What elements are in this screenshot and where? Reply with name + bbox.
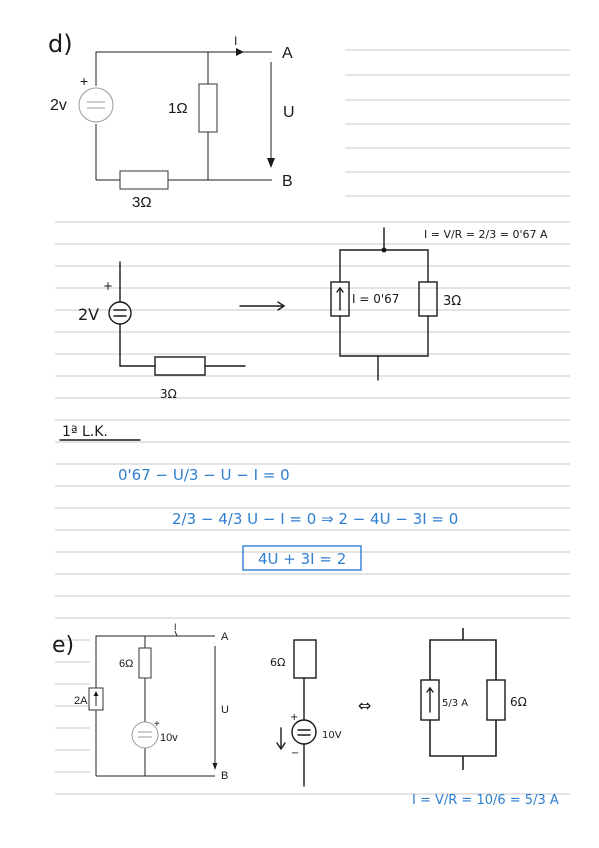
node-b-label: B [221, 770, 228, 782]
kirchhoff-heading: 1ª L.K. [62, 424, 108, 440]
kirchhoff-section: 1ª L.K. 0'67 − U/3 − U − I = 0 2/3 − 4/3… [59, 424, 458, 571]
plus-sign: + [80, 73, 88, 89]
resistor-icon [293, 639, 317, 679]
minus-sign: − [291, 748, 299, 759]
parallel-resistor-icon [486, 679, 506, 721]
resistor-label: 6Ω [119, 658, 133, 670]
current-source-label: I = 0'67 [352, 292, 399, 306]
voltage-source-label: 10v [160, 732, 178, 744]
current-label: I [174, 622, 177, 632]
equation-2: 2/3 − 4/3 U − I = 0 ⇒ 2 − 4U − 3I = 0 [172, 510, 458, 528]
circuit-d: d) I + 2v 1Ω 3Ω A B U [48, 30, 295, 211]
current-source-label: 5/3 A [442, 698, 468, 709]
part-d-label: d) [48, 30, 73, 58]
right-arrow-icon [277, 301, 286, 311]
voltage-arrow-icon [212, 763, 218, 770]
resistor-bottom-label: 3Ω [132, 194, 152, 211]
voltage-source-icon [108, 301, 132, 325]
ruled-lines [55, 49, 570, 795]
voltage-source-icon [291, 719, 317, 745]
resistor-6ohm-icon [138, 647, 152, 679]
equivalence-symbol: ⇔ [358, 696, 371, 715]
sketch-2: 6Ω + − 10V ⇔ 5/3 A 6Ω I = V/R = 10/6 = 5… [270, 628, 559, 808]
voltage-arrow-icon [267, 158, 275, 168]
resistor-label: 6Ω [270, 656, 285, 669]
parallel-resistor-icon [418, 281, 438, 317]
voltage-source-icon [131, 721, 159, 749]
resistor-mid-label: 1Ω [168, 100, 188, 117]
plus-sign: + [103, 279, 113, 293]
resistor-3ohm-icon [119, 170, 169, 190]
source-label: 10V [322, 730, 342, 741]
current-arrow-icon [236, 48, 244, 56]
down-arrow-icon [276, 742, 286, 751]
plus-sign: + [154, 719, 160, 730]
node-a-label: A [221, 631, 229, 643]
sketch-1: + 2V 3Ω I = 0'67 3Ω I = V/R = 2/3 = 0'67… [78, 227, 548, 401]
part-e-label: e) [52, 633, 74, 658]
plus-sign: + [290, 712, 298, 723]
resistor-icon [154, 356, 206, 376]
ohm-formula: I = V/R = 2/3 = 0'67 A [424, 228, 548, 241]
circuit-e: e) I 2A 6Ω + 10v A B U [52, 622, 229, 782]
parallel-resistor-label: 6Ω [510, 695, 527, 709]
parallel-resistor-label: 3Ω [443, 294, 461, 309]
current-source-label: 2A [74, 695, 88, 707]
source-label: 2V [78, 305, 99, 324]
voltage-u-label: U [221, 704, 229, 716]
current-label: I [234, 34, 237, 48]
node-b-label: B [282, 173, 293, 190]
voltage-source-icon [78, 87, 114, 123]
source-voltage-label: 2v [50, 97, 67, 114]
ohm-formula: I = V/R = 10/6 = 5/3 A [412, 793, 559, 808]
node-a-label: A [282, 45, 293, 62]
voltage-u-label: U [283, 104, 295, 121]
resistor-label: 3Ω [160, 387, 177, 401]
result-equation: 4U + 3I = 2 [258, 550, 346, 568]
result-box [242, 545, 362, 571]
equation-1: 0'67 − U/3 − U − I = 0 [118, 466, 290, 484]
resistor-1ohm-icon [198, 83, 218, 133]
